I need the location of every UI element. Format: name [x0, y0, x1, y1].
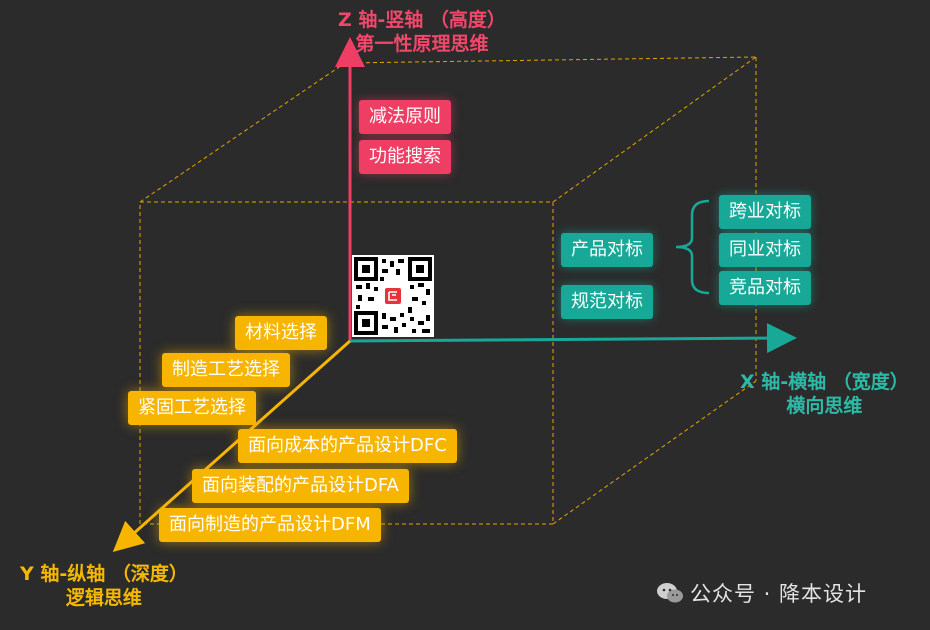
tag-standard-benchmark: 规范对标: [561, 285, 653, 319]
tag-dfm: 面向制造的产品设计DFM: [159, 508, 381, 542]
tag-manufacturing-process-selection: 制造工艺选择: [162, 353, 290, 387]
tag-cross-industry-benchmark: 跨业对标: [719, 195, 811, 229]
tag-material-selection: 材料选择: [235, 316, 327, 350]
x-axis-subtitle: 横向思维: [786, 395, 863, 417]
z-axis-title: Z 轴-竖轴 （高度） 第一性原理思维: [338, 8, 506, 56]
tag-subtraction-principle: 减法原则: [359, 100, 451, 134]
watermark: 公众号 · 降本设计: [656, 578, 867, 608]
y-axis-title: Y 轴-纵轴 （深度） 逻辑思维: [20, 562, 188, 610]
tag-product-benchmark: 产品对标: [561, 233, 653, 267]
watermark-text: 公众号 · 降本设计: [690, 582, 868, 606]
wechat-icon: [657, 583, 683, 603]
tag-dfc: 面向成本的产品设计DFC: [238, 429, 457, 463]
z-axis-name: Z 轴-竖轴 （高度）: [338, 9, 506, 31]
x-axis-line: [349, 323, 797, 354]
x-axis-title: X 轴-横轴 （宽度） 横向思维: [740, 370, 909, 418]
y-axis-subtitle: 逻辑思维: [65, 587, 142, 609]
tag-fastening-process-selection: 紧固工艺选择: [128, 391, 256, 425]
tag-same-industry-benchmark: 同业对标: [719, 233, 811, 267]
y-axis-name: Y 轴-纵轴 （深度）: [20, 563, 188, 585]
qr-code-icon: [352, 255, 434, 337]
tag-dfa: 面向装配的产品设计DFA: [192, 469, 409, 503]
x-axis-name: X 轴-横轴 （宽度）: [740, 371, 909, 393]
z-axis-subtitle: 第一性原理思维: [355, 33, 489, 55]
benchmark-bracket: [675, 199, 710, 295]
tag-competitor-benchmark: 竞品对标: [719, 271, 811, 305]
tag-function-search: 功能搜索: [359, 140, 451, 174]
